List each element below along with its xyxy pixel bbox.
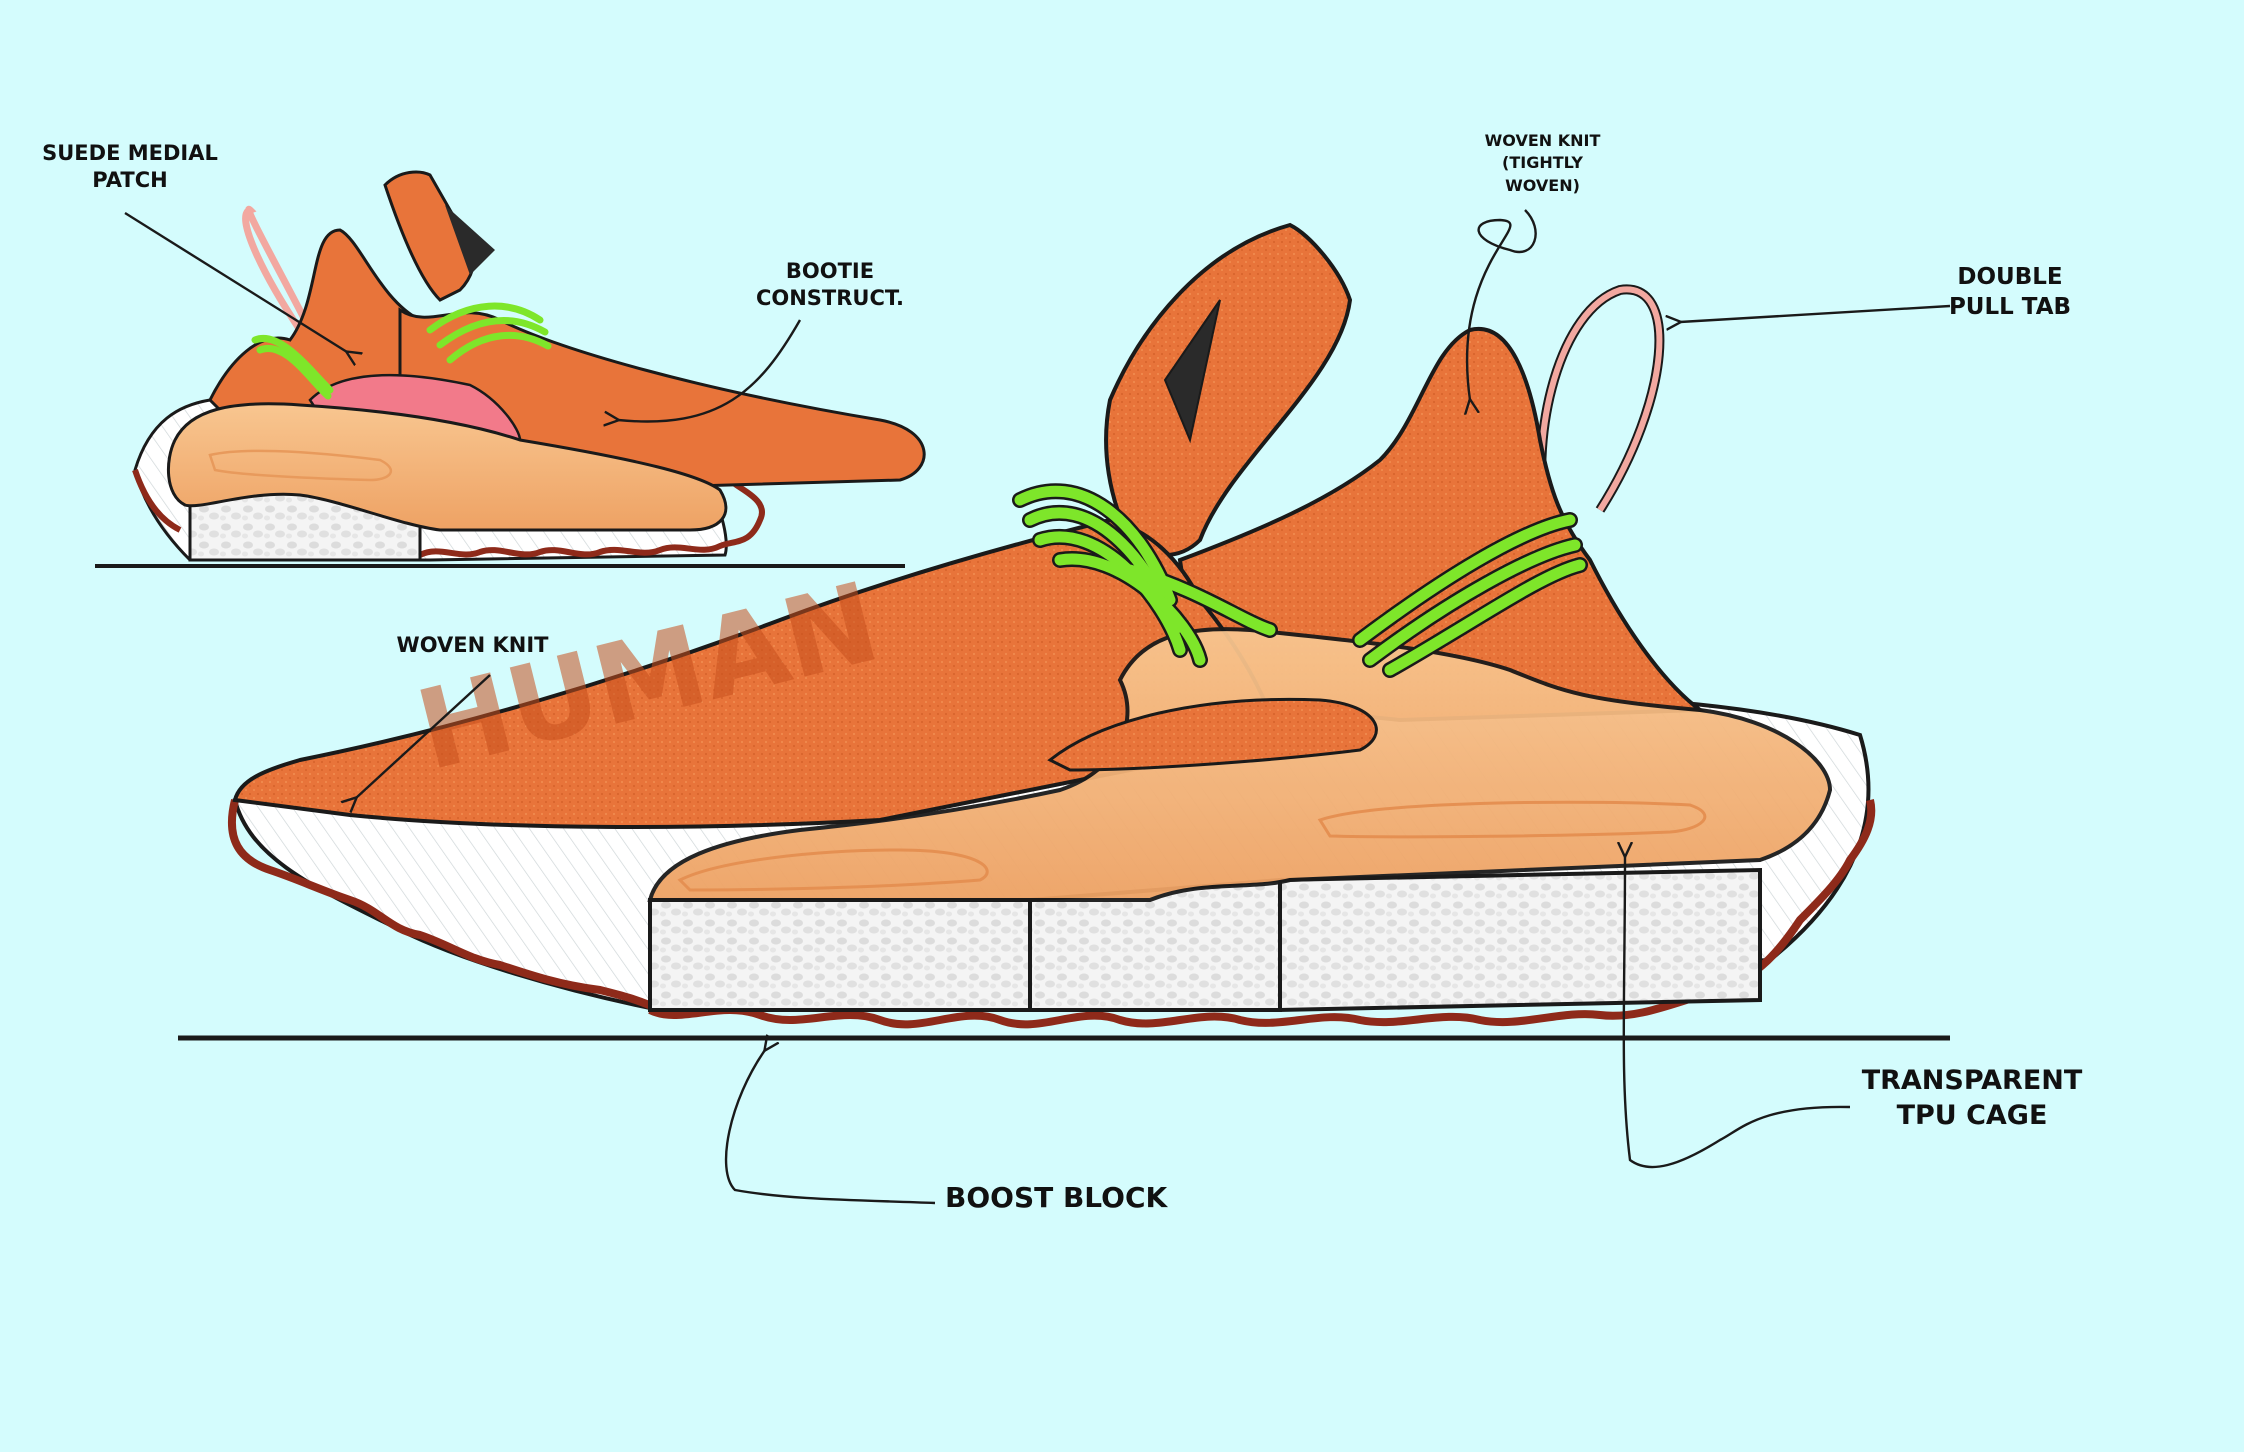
large-heel-collar bbox=[1177, 326, 1706, 723]
small-tpu-cage bbox=[166, 402, 728, 532]
label-double-pull-tab: DOUBLE PULL TAB bbox=[1948, 264, 2072, 320]
leader-bootie-construct bbox=[618, 319, 802, 422]
leader-woven-knit bbox=[356, 674, 491, 798]
label-woven-knit: WOVEN KNIT bbox=[396, 633, 549, 657]
leader-double-pull-tab bbox=[1680, 304, 1951, 322]
large-shoe: HUMAN bbox=[178, 222, 1950, 1041]
label-boost-block: BOOST BLOCK bbox=[945, 1181, 1168, 1214]
large-laces-rear-fill bbox=[1354, 514, 1586, 676]
label-transparent-tpu-cage: TRANSPARENT TPU CAGE bbox=[1861, 1065, 2083, 1132]
small-laces bbox=[251, 302, 552, 400]
large-pull-tab-fill bbox=[1538, 286, 1663, 521]
large-laces-front-fill bbox=[1014, 485, 1276, 666]
small-cage-highlight bbox=[208, 449, 393, 482]
large-boost-block-rear bbox=[1278, 867, 1762, 1013]
large-cage-window bbox=[1047, 697, 1378, 772]
label-woven-knit-tight: WOVEN KNIT (TIGHTLY WOVEN) bbox=[1484, 131, 1601, 195]
large-cage-highlight-rear bbox=[1317, 800, 1707, 839]
leader-woven-knit-tight bbox=[1467, 209, 1537, 400]
large-pull-tab bbox=[1536, 284, 1665, 521]
small-shoe bbox=[95, 170, 926, 568]
label-bootie-construct: BOOTIE CONSTRUCT. bbox=[755, 259, 905, 311]
leader-boost-block bbox=[724, 1050, 936, 1205]
large-boost-block-front bbox=[648, 898, 1032, 1012]
leader-transparent-tpu-cage bbox=[1624, 856, 1851, 1169]
large-cage-highlight-front bbox=[677, 848, 989, 892]
small-tongue-patch bbox=[445, 205, 495, 275]
small-pull-tab bbox=[242, 205, 314, 332]
large-outsole-right bbox=[648, 799, 1876, 1029]
small-tongue bbox=[383, 170, 476, 302]
large-tongue-patch bbox=[1163, 299, 1221, 444]
label-suede-medial-patch: SUEDE MEDIAL PATCH bbox=[42, 141, 218, 193]
small-outsole bbox=[132, 469, 765, 558]
callout-lines bbox=[124, 209, 1951, 1205]
leader-suede-medial-patch bbox=[124, 211, 347, 352]
large-outsole-left bbox=[227, 799, 662, 1014]
